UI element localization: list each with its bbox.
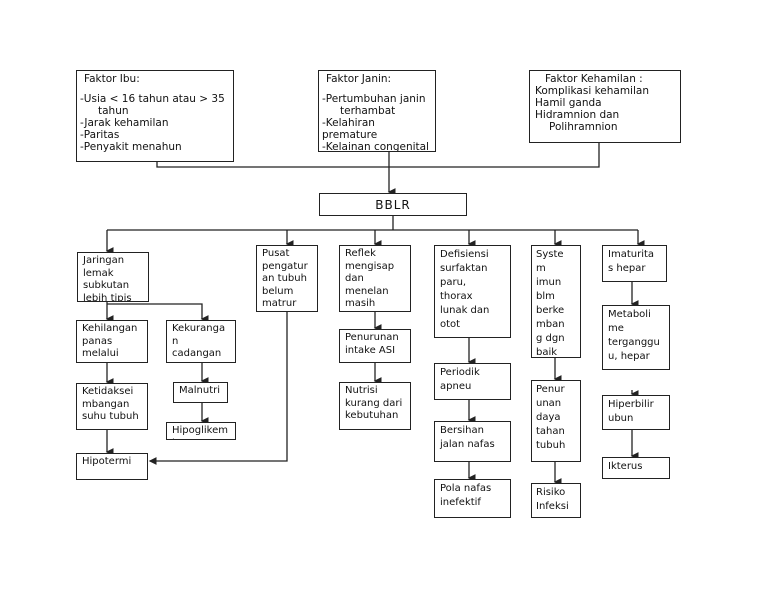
node-kekurangan: Kekuranga n cadangan xyxy=(166,320,236,363)
factor-item: -Usia < 16 tahun atau > 35 xyxy=(80,93,225,105)
node-label: Pola nafas inefektif xyxy=(440,483,492,508)
node-jaringan: Jaringan lemak subkutan lebih tipis xyxy=(77,252,149,302)
factor-item: Komplikasi kehamilan xyxy=(535,85,649,97)
node-label: Hipoglikem i xyxy=(172,425,228,439)
node-label: Ikterus xyxy=(608,461,643,472)
node-nutrisi: Nutrisi kurang dari kebutuhan xyxy=(339,382,411,430)
node-label: Periodik apneu xyxy=(440,367,480,392)
node-label: Hiperbilir ubun xyxy=(608,399,654,424)
node-ketidakseimbangan: Ketidaksei mbangan suhu tubuh xyxy=(76,383,148,430)
node-defisiensi: Defisiensi surfaktan paru, thorax lunak … xyxy=(434,245,511,338)
node-system: Syste m imun blm berke mban g dgn baik xyxy=(531,245,581,358)
factor-kehamilan-box: Faktor Kehamilan : Komplikasi kehamilan … xyxy=(529,70,681,143)
node-periodik: Periodik apneu xyxy=(434,363,511,400)
node-risiko: Risiko Infeksi xyxy=(531,483,581,518)
node-imaturitas: Imaturita s hepar xyxy=(602,245,667,282)
node-reflek: Reflek mengisap dan menelan masih xyxy=(339,245,411,312)
node-metabolisme: Metaboli me terganggu u, hepar xyxy=(602,305,670,370)
factor-item: -Kelainan congenital xyxy=(322,141,429,152)
factor-kehamilan-title: Faktor Kehamilan : xyxy=(545,73,643,85)
factor-item: Hidramnion dan xyxy=(535,109,620,121)
node-label: Defisiensi surfaktan paru, thorax lunak … xyxy=(440,249,490,330)
node-label: Hipotermi xyxy=(82,456,132,467)
node-label: Imaturita s hepar xyxy=(608,249,655,274)
node-hiperbilirubin: Hiperbilir ubun xyxy=(602,395,670,430)
node-label: Jaringan lemak subkutan lebih tipis xyxy=(83,255,132,302)
bblr-box: BBLR xyxy=(319,193,467,216)
factor-ibu-box: Faktor Ibu: -Usia < 16 tahun atau > 35 t… xyxy=(76,70,234,162)
node-penurunan-asi: Penurunan intake ASI xyxy=(339,329,411,363)
factor-item: -Jarak kehamilan xyxy=(80,117,169,129)
factor-item: Hamil ganda xyxy=(535,97,602,109)
node-label: Kehilangan panas melalui xyxy=(82,323,138,359)
factor-item: -Paritas xyxy=(80,129,120,141)
factor-item: tahun xyxy=(98,105,129,117)
node-label: Malnutri xyxy=(179,385,221,396)
node-kehilangan: Kehilangan panas melalui xyxy=(76,320,148,363)
factor-janin-box: Faktor Janin: -Pertumbuhan janin terhamb… xyxy=(318,70,436,152)
factor-item: -Penyakit menahun xyxy=(80,141,182,153)
node-bersihan: Bersihan jalan nafas xyxy=(434,421,511,462)
node-label: Metaboli me terganggu u, hepar xyxy=(608,309,660,362)
node-hipoglikemi: Hipoglikem i xyxy=(166,422,236,440)
node-label: Reflek mengisap dan menelan masih xyxy=(345,248,395,309)
factor-item: -Kelahiran premature xyxy=(322,117,379,141)
node-pola: Pola nafas inefektif xyxy=(434,479,511,518)
node-label: Pusat pengatur an tubuh belum matrur xyxy=(262,248,308,309)
node-pusat: Pusat pengatur an tubuh belum matrur xyxy=(256,245,318,312)
node-label: Nutrisi kurang dari kebutuhan xyxy=(345,385,403,421)
node-label: Penurunan intake ASI xyxy=(345,332,399,356)
node-penurunan-daya: Penur unan daya tahan tubuh xyxy=(531,380,581,462)
node-label: Syste m imun blm berke mban g dgn baik xyxy=(536,249,565,358)
node-malnutri: Malnutri xyxy=(173,382,228,403)
node-hipotermi: Hipotermi xyxy=(76,453,148,480)
node-label: Bersihan jalan nafas xyxy=(440,425,495,450)
node-label: Ketidaksei mbangan suhu tubuh xyxy=(82,386,139,422)
factor-item: -Pertumbuhan janin xyxy=(322,93,426,105)
node-label: Kekuranga n cadangan xyxy=(172,323,226,359)
node-ikterus: Ikterus xyxy=(602,457,670,479)
factor-janin-title: Faktor Janin: xyxy=(326,73,392,85)
node-label: Penur unan daya tahan tubuh xyxy=(536,384,566,451)
node-label: Risiko Infeksi xyxy=(536,487,569,512)
factor-item: Polihramnion xyxy=(549,121,618,133)
factor-item: terhambat xyxy=(340,105,396,117)
factor-ibu-title: Faktor Ibu: xyxy=(84,73,140,85)
